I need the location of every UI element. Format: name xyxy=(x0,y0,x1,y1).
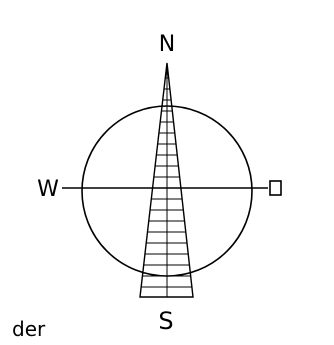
west-label: W xyxy=(37,177,59,202)
east-marker-square xyxy=(269,180,282,196)
north-needle xyxy=(139,62,194,298)
north-label: N xyxy=(159,32,175,57)
footer-text: der xyxy=(12,317,46,341)
needle-rungs xyxy=(141,77,193,288)
south-label: S xyxy=(158,307,173,335)
